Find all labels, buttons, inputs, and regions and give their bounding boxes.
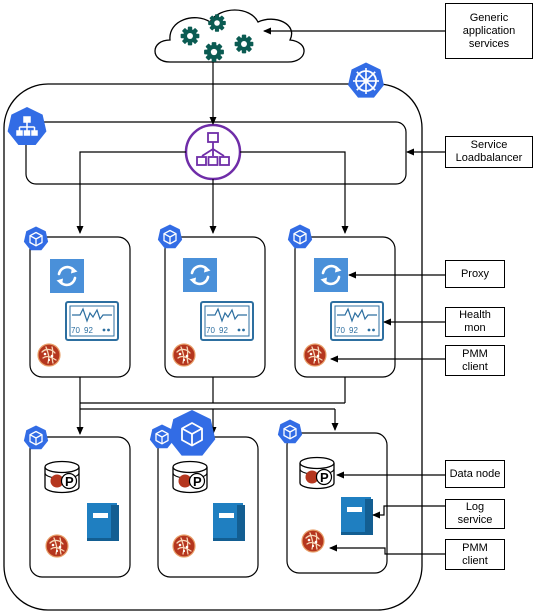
kubernetes-icon bbox=[348, 62, 384, 98]
database-icon: P bbox=[44, 460, 80, 494]
svg-text:70: 70 bbox=[71, 326, 80, 335]
pmm-client-icon bbox=[303, 343, 327, 367]
log-book-icon bbox=[213, 503, 245, 541]
traffic-connectors bbox=[76, 62, 349, 234]
log-book-icon bbox=[87, 503, 119, 541]
load-balancer-icon bbox=[184, 123, 242, 181]
pmm-client-icon bbox=[172, 534, 196, 558]
svg-text:P: P bbox=[65, 474, 74, 489]
health-mon-label: Health mon bbox=[445, 307, 505, 337]
svg-text:92: 92 bbox=[349, 326, 358, 335]
health-monitor-icon: 70 92 bbox=[330, 301, 384, 341]
health-monitor-icon: 70 92 bbox=[65, 301, 119, 341]
svg-text:70: 70 bbox=[336, 326, 345, 335]
proxy-pod-2: 70 92 bbox=[158, 225, 266, 378]
data-pod-2: P bbox=[150, 410, 259, 578]
proxy-to-data-connectors bbox=[76, 377, 346, 435]
pmm-client-bottom-label: PMM client bbox=[445, 539, 505, 570]
database-icon: P bbox=[299, 456, 335, 490]
proxy-pod-1: 70 92 bbox=[24, 227, 131, 378]
svg-text:92: 92 bbox=[219, 326, 228, 335]
data-pod-1: P bbox=[24, 426, 131, 578]
proxy-sync-icon bbox=[48, 257, 86, 295]
pod-cube-icon bbox=[168, 410, 216, 456]
data-pod-3: P bbox=[278, 420, 388, 574]
service-network-icon bbox=[7, 107, 47, 145]
log-book-icon bbox=[341, 497, 373, 535]
svg-text:P: P bbox=[193, 474, 202, 489]
proxy-sync-icon bbox=[181, 256, 219, 294]
proxy-sync-icon bbox=[312, 256, 350, 294]
service-loadbalancer-label: Service Loadbalancer bbox=[445, 136, 533, 168]
svg-text:P: P bbox=[320, 470, 329, 485]
pmm-client-icon bbox=[301, 529, 325, 553]
svg-text:92: 92 bbox=[84, 326, 93, 335]
proxy-label: Proxy bbox=[445, 260, 505, 288]
callout-connectors bbox=[263, 27, 445, 555]
pmm-client-top-label: PMM client bbox=[445, 345, 505, 376]
svg-text:70: 70 bbox=[206, 326, 215, 335]
pmm-client-icon bbox=[45, 534, 69, 558]
health-monitor-icon: 70 92 bbox=[200, 301, 254, 341]
log-service-label: Log service bbox=[445, 499, 505, 529]
pmm-client-icon bbox=[172, 343, 196, 367]
pmm-client-icon bbox=[37, 343, 61, 367]
proxy-pod-3: 70 92 bbox=[288, 225, 396, 378]
data-node-label: Data node bbox=[445, 460, 505, 488]
generic-services-label: Generic application services bbox=[445, 3, 533, 59]
database-icon: P bbox=[172, 460, 208, 494]
cloud-gears-icon bbox=[154, 9, 305, 63]
